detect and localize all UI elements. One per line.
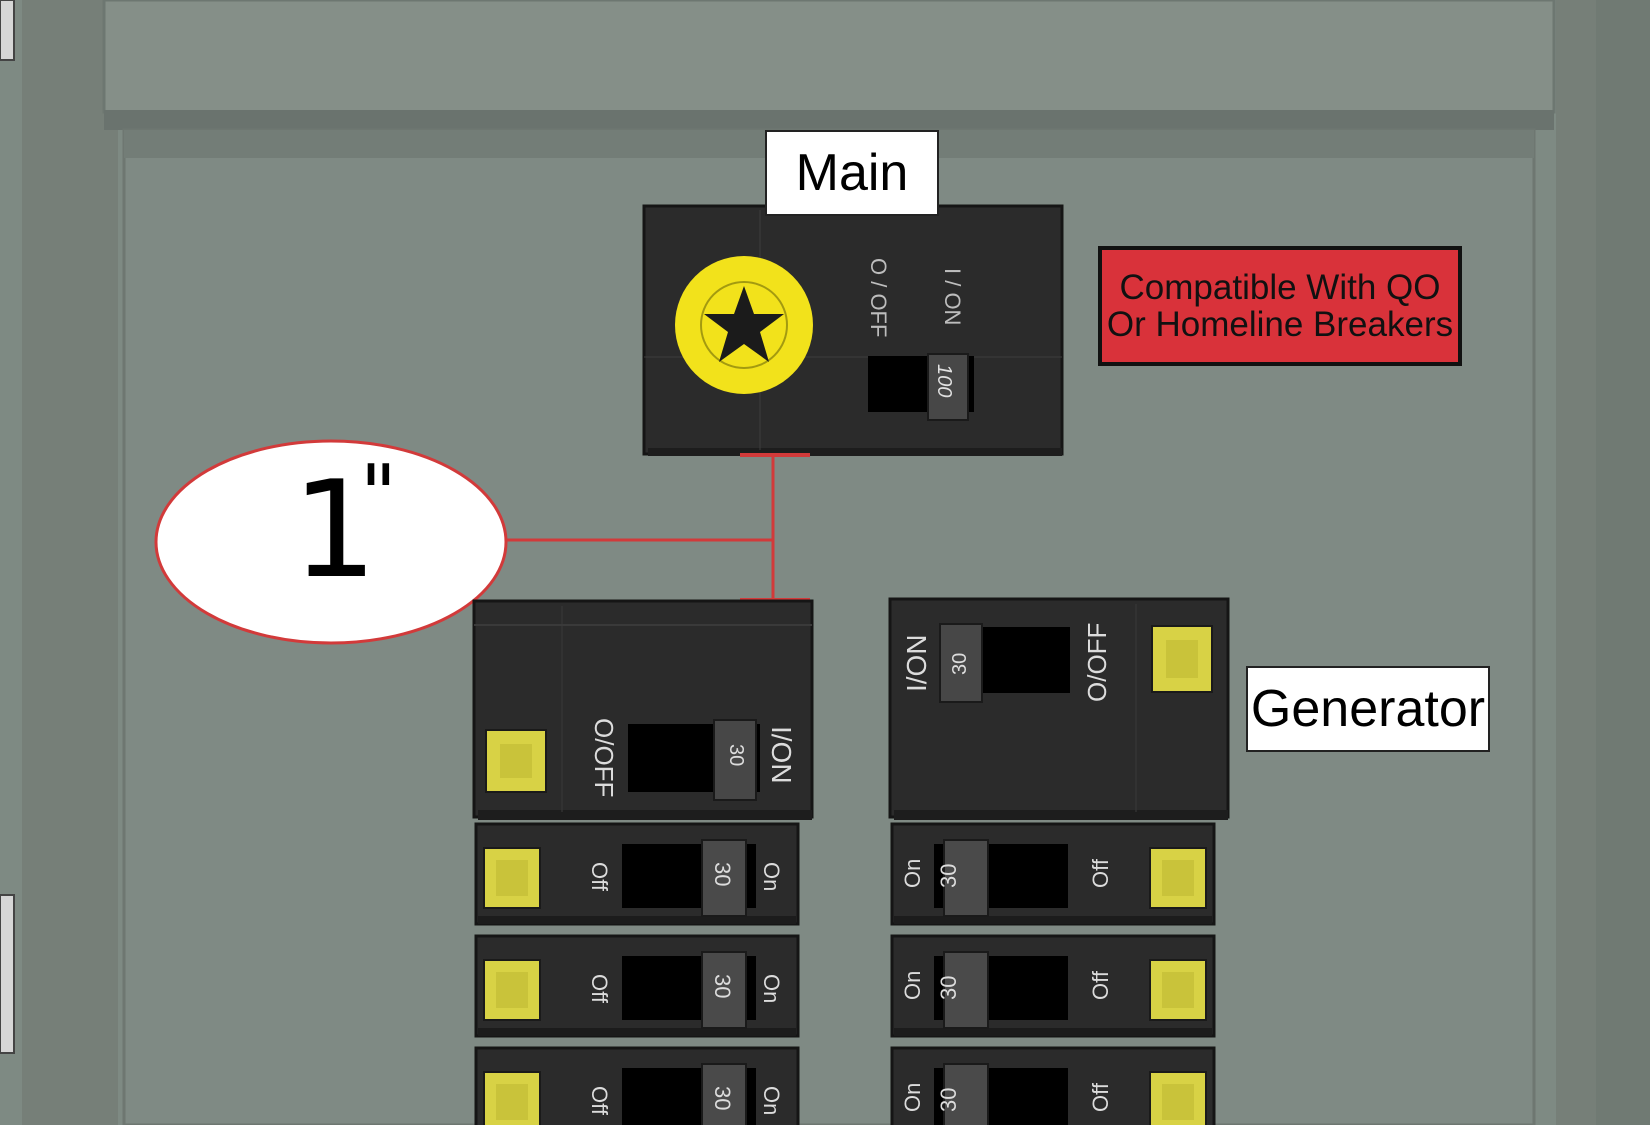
branch-r1-off-label: Off — [1088, 858, 1113, 888]
branch-r3-on-label: On — [900, 1083, 925, 1112]
branch-r1-on-label: On — [900, 859, 925, 888]
branch-l2-off-label: Off — [587, 974, 612, 1004]
generator-left-off-label: O/OFF — [589, 718, 619, 797]
branch-l3-off-label: Off — [587, 1086, 612, 1116]
branch-r2-on-label: On — [900, 971, 925, 1000]
generator-breaker-right: I/ON 30 O/OFF — [888, 597, 1230, 820]
measurement-bubble — [154, 439, 508, 645]
branch-breaker-r1: Off 30 On — [890, 822, 1216, 926]
compatibility-notice: Compatible With QO Or Homeline Breakers — [1098, 246, 1462, 366]
branch-breaker-r2: Off 30 On — [890, 934, 1216, 1038]
generator-right-off-label: O/OFF — [1082, 623, 1112, 702]
main-breaker: O / OFF I / ON 100 — [642, 204, 1064, 456]
branch-r2-off-label: Off — [1088, 970, 1113, 1000]
generator-left-rating: 30 — [725, 744, 747, 766]
branch-breaker-l2: Off 30 On — [474, 934, 800, 1038]
measurement-inch-mark: " — [360, 448, 397, 541]
lock-screw-icon — [675, 256, 813, 394]
branch-l1-off-label: Off — [587, 862, 612, 892]
generator-label: Generator — [1246, 666, 1490, 752]
notice-line-1: Compatible With QO — [1119, 268, 1441, 307]
generator-right-handle[interactable]: 30 — [939, 623, 983, 703]
generator-right-rating: 30 — [949, 653, 971, 675]
branch-l2-on-label: On — [759, 974, 784, 1003]
generator-left-on-label: I/ON — [766, 726, 797, 784]
branch-l3-on-label: On — [759, 1086, 784, 1115]
main-breaker-handle[interactable]: 100 — [927, 353, 969, 421]
main-rating: 100 — [933, 364, 955, 397]
branch-breaker-l3: Off 30 On — [474, 1046, 800, 1125]
main-off-label: O / OFF — [866, 258, 891, 337]
branch-breaker-l1: Off 30 On — [474, 822, 800, 926]
branch-l3-rating: 30 — [710, 1086, 735, 1110]
branch-breaker-r3: Off 30 On — [890, 1046, 1216, 1125]
main-on-label: I / ON — [940, 268, 965, 325]
notice-line-2: Or Homeline Breakers — [1106, 305, 1454, 344]
branch-r3-rating: 30 — [936, 1088, 961, 1112]
branch-r3-off-label: Off — [1088, 1082, 1113, 1112]
generator-left-handle[interactable]: 30 — [713, 719, 757, 801]
measurement-value: 1 — [292, 452, 378, 608]
branch-l1-on-label: On — [759, 862, 784, 891]
generator-breaker-left: O/OFF 30 I/ON — [472, 599, 814, 820]
branch-r1-rating: 30 — [936, 864, 961, 888]
branch-l1-rating: 30 — [710, 862, 735, 886]
branch-l2-rating: 30 — [710, 974, 735, 998]
main-label: Main — [765, 130, 939, 216]
branch-r2-rating: 30 — [936, 976, 961, 1000]
generator-right-on-label: I/ON — [901, 634, 932, 692]
